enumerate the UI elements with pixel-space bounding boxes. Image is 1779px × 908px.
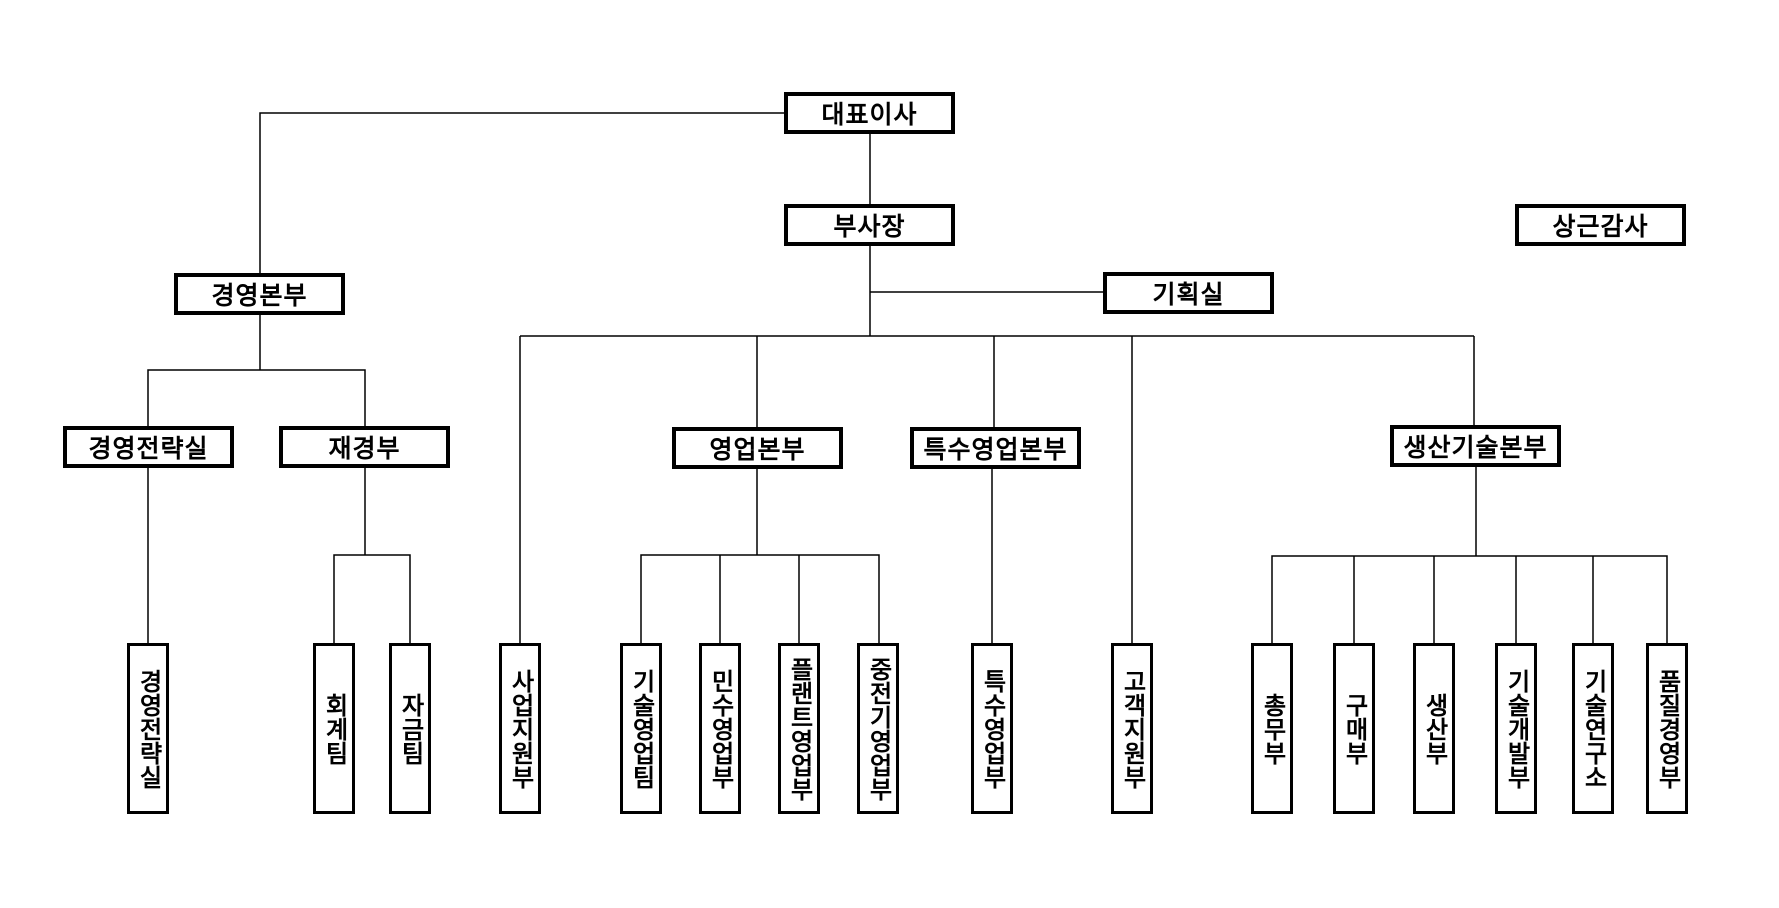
node-special-sales-hq: 특수영업본부	[910, 427, 1081, 469]
node-sales-hq: 영업본부	[672, 427, 843, 469]
edge-ceo-management-hq	[259, 112, 784, 273]
node-civil-sales-dept: 민수영업부	[699, 643, 741, 814]
node-quality-management-dept: 품질경영부	[1646, 643, 1688, 814]
edge-management-hq-children	[147, 315, 366, 426]
node-management-strategy-office: 경영전략실	[63, 426, 234, 468]
node-vice-president: 부사장	[784, 204, 955, 246]
node-finance-dept: 재경부	[279, 426, 450, 468]
node-standing-auditor: 상근감사	[1515, 204, 1686, 246]
node-management-hq: 경영본부	[174, 273, 345, 315]
edge-finance-dept-children	[333, 468, 411, 643]
node-purchasing-dept: 구매부	[1333, 643, 1375, 814]
node-production-dept: 생산부	[1413, 643, 1455, 814]
node-general-affairs-dept: 총무부	[1251, 643, 1293, 814]
node-tech-sales-team: 기술영업팀	[620, 643, 662, 814]
node-plant-sales-dept: 플랜트영업부	[778, 643, 820, 814]
node-planning-office: 기획실	[1103, 272, 1274, 314]
node-tech-development-dept: 기술개발부	[1495, 643, 1537, 814]
edge-production-tech-hq-children	[1271, 466, 1668, 643]
node-production-tech-hq: 생산기술본부	[1390, 425, 1561, 467]
node-ceo: 대표이사	[784, 92, 955, 134]
node-management-strategy-branch: 경영전략실	[127, 643, 169, 814]
node-customer-support-dept: 고객지원부	[1111, 643, 1153, 814]
node-treasury-team: 자금팀	[389, 643, 431, 814]
edge-sales-hq-children	[640, 468, 880, 643]
node-special-sales-dept: 특수영업부	[971, 643, 1013, 814]
node-business-support-dept: 사업지원부	[499, 643, 541, 814]
node-accounting-team: 회계팀	[313, 643, 355, 814]
node-heavy-electric-sales-dept: 중전기영업부	[857, 643, 899, 814]
node-tech-research-institute: 기술연구소	[1572, 643, 1614, 814]
